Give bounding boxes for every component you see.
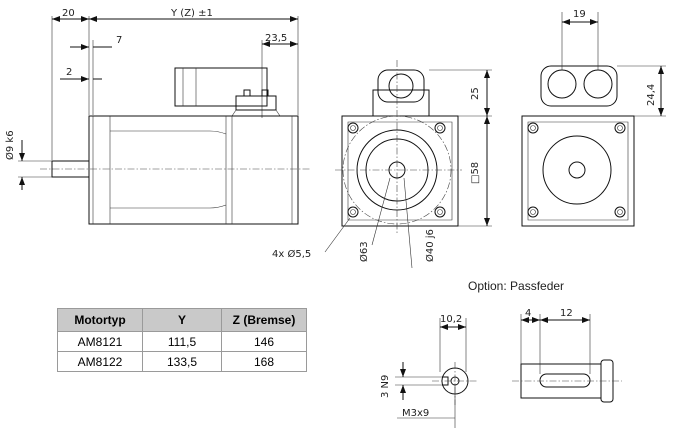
keyway-end-view: 10,2 3 N9 M3x9 (380, 314, 478, 428)
dim-2-label: 2 (66, 67, 72, 78)
dim-23-5-label: 23,5 (265, 33, 287, 44)
front-view: 25 □58 4x Ø5,5 Ø63 Ø40 j6 (272, 60, 492, 269)
cell-z: 146 (221, 331, 307, 352)
thread-label: M3x9 (402, 408, 429, 419)
back-view: 19 24,4 (521, 9, 666, 227)
dim-holes-label: 4x Ø5,5 (272, 248, 311, 260)
header-z: Z (Bremse) (221, 308, 307, 332)
dim-n9-label: 3 N9 (380, 375, 391, 398)
table-row: AM8122 133,5 168 (57, 351, 307, 372)
cell-motortyp: AM8122 (57, 351, 143, 372)
dim-12-label: 12 (560, 308, 573, 319)
table-header-row: Motortyp Y Z (Bremse) (57, 308, 307, 332)
dim-63-label: Ø63 (358, 241, 370, 262)
cell-motortyp: AM8121 (57, 331, 143, 352)
option-caption: Option: Passfeder (468, 279, 564, 293)
dim-40-label: Ø40 j6 (424, 229, 436, 262)
dim-10-2-label: 10,2 (440, 314, 462, 325)
motor-spec-table: Motortyp Y Z (Bremse) AM8121 111,5 146 A… (57, 308, 307, 372)
cell-z: 168 (221, 351, 307, 372)
side-view: 20 Y (Z) ±1 7 23,5 2 (4, 8, 310, 225)
dim-shaft-label: Ø9 k6 (4, 130, 16, 160)
dim-19-label: 19 (573, 9, 586, 20)
header-y: Y (142, 308, 222, 332)
dim-58-label: □58 (470, 162, 481, 184)
dim-25-label: 25 (470, 87, 481, 100)
dim-24-4-label: 24,4 (646, 84, 657, 106)
dim-y-label: Y (Z) ±1 (170, 8, 213, 19)
header-motortyp: Motortyp (57, 308, 143, 332)
dim-20-label: 20 (62, 8, 75, 19)
table-row: AM8121 111,5 146 (57, 331, 307, 352)
dim-7-label: 7 (116, 35, 122, 46)
cell-y: 111,5 (142, 331, 222, 352)
cell-y: 133,5 (142, 351, 222, 372)
dim-4-label: 4 (525, 308, 531, 319)
keyway-side-view: 4 12 (512, 308, 622, 403)
